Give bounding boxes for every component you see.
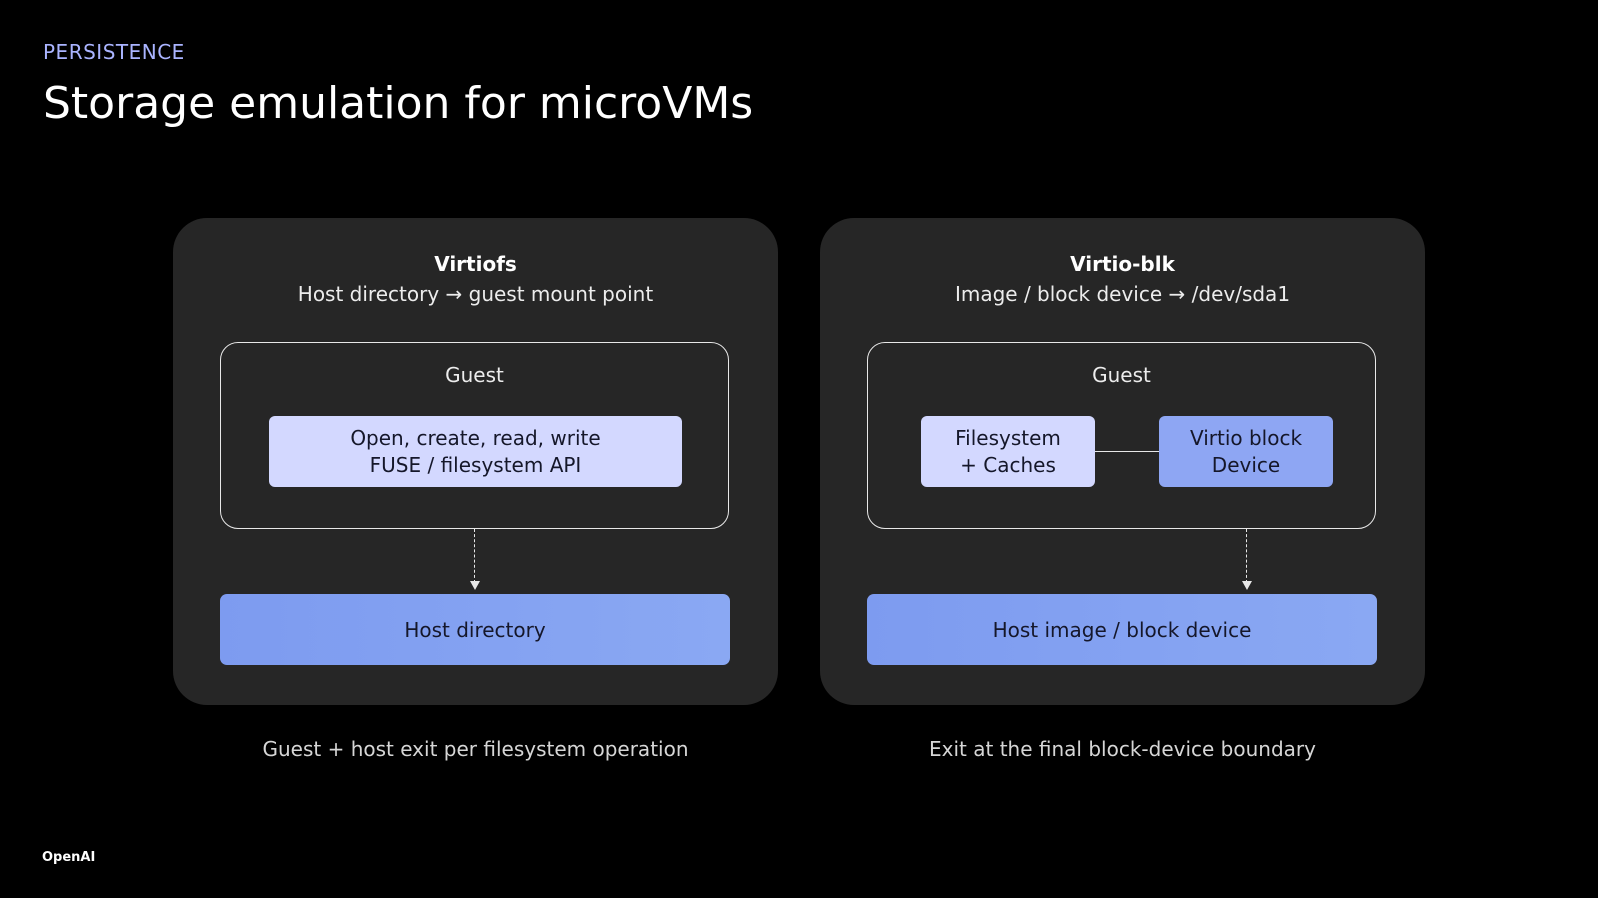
arrow-down-icon bbox=[1242, 581, 1252, 590]
arrow-down-icon bbox=[470, 581, 480, 590]
virtio-blk-guest-label: Guest bbox=[1092, 363, 1151, 387]
filesystem-to-device-connector bbox=[1095, 451, 1159, 452]
filesystem-api-line1: Open, create, read, write bbox=[350, 425, 601, 450]
virtio-blk-subheading: Image / block device → /dev/sda1 bbox=[954, 282, 1291, 306]
filesystem-caches-line2: + Caches bbox=[960, 452, 1056, 477]
host-directory-box: Host directory bbox=[220, 594, 730, 665]
virtiofs-heading: Virtiofs bbox=[434, 252, 517, 276]
virtio-block-device-box: Virtio block Device bbox=[1159, 416, 1333, 487]
filesystem-api-box: Open, create, read, write FUSE / filesys… bbox=[269, 416, 682, 487]
virtio-blk-heading: Virtio-blk bbox=[1070, 252, 1175, 276]
virtiofs-caption: Guest + host exit per filesystem operati… bbox=[262, 737, 689, 761]
virtio-blk-dashed-connector bbox=[1246, 529, 1247, 583]
virtio-blk-guest-box: Guest Filesystem + Caches Virtio block D… bbox=[867, 342, 1376, 529]
virtio-block-device-line2: Device bbox=[1211, 452, 1281, 477]
filesystem-api-line2: FUSE / filesystem API bbox=[369, 452, 582, 477]
virtio-blk-caption: Exit at the final block-device boundary bbox=[929, 737, 1316, 761]
virtio-block-device-line1: Virtio block bbox=[1189, 425, 1303, 450]
slide-title: Storage emulation for microVMs bbox=[43, 78, 754, 129]
eyebrow-label: PERSISTENCE bbox=[43, 40, 185, 64]
filesystem-caches-box: Filesystem + Caches bbox=[921, 416, 1095, 487]
virtiofs-subheading: Host directory → guest mount point bbox=[297, 282, 654, 306]
filesystem-caches-line1: Filesystem bbox=[955, 425, 1061, 450]
virtio-blk-panel: Virtio-blk Image / block device → /dev/s… bbox=[820, 218, 1425, 705]
virtiofs-panel: Virtiofs Host directory → guest mount po… bbox=[173, 218, 778, 705]
host-directory-label: Host directory bbox=[404, 617, 546, 642]
virtiofs-guest-box: Guest Open, create, read, write FUSE / f… bbox=[220, 342, 729, 529]
host-image-block-device-label: Host image / block device bbox=[992, 617, 1252, 642]
virtiofs-guest-label: Guest bbox=[445, 363, 504, 387]
virtiofs-dashed-connector bbox=[474, 529, 475, 583]
openai-logo: OpenAI bbox=[42, 850, 96, 865]
host-image-block-device-box: Host image / block device bbox=[867, 594, 1377, 665]
